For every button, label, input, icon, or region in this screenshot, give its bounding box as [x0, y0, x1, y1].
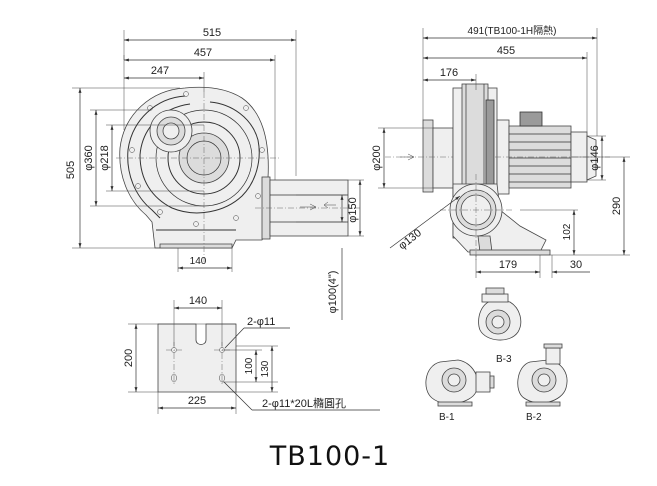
- side-dim-length-491: 491(TB100-1H隔熱): [468, 24, 557, 37]
- front-view: 515 457 247 505 φ360 φ218 φ150: [65, 27, 364, 320]
- front-housing: [119, 86, 269, 249]
- side-motor: [495, 111, 610, 195]
- base-dim-slots: 2-φ11*20L橢圓孔: [262, 396, 346, 410]
- side-dim-179: 179: [499, 259, 517, 271]
- front-dim-dia-100: φ100(4"): [327, 271, 339, 314]
- side-dim-102: 102: [562, 223, 573, 240]
- front-dim-dia-150: φ150: [347, 197, 359, 223]
- model-title: TB100-1: [269, 441, 390, 472]
- side-dim-30: 30: [570, 259, 582, 271]
- variant-b3-label: B-3: [496, 354, 512, 365]
- side-dim-dia-130: φ130: [396, 227, 423, 252]
- side-view: 491(TB100-1H隔熱) 455 176 φ200 φ146 290 10…: [371, 24, 630, 278]
- front-dim-dia-218: φ218: [99, 145, 111, 171]
- front-dim-dia-360: φ360: [83, 145, 95, 171]
- variant-b2-label: B-2: [526, 412, 542, 423]
- side-dim-dia-200: φ200: [371, 145, 383, 171]
- side-outlet-base: [440, 174, 551, 262]
- front-dim-center-247: 247: [151, 65, 169, 77]
- side-dim-176: 176: [440, 67, 458, 79]
- base-dim-130: 130: [260, 360, 271, 377]
- base-dim-100: 100: [244, 357, 255, 374]
- front-dim-width-457: 457: [194, 47, 212, 59]
- front-outlet-duct: [255, 176, 360, 240]
- side-dim-dia-146: φ146: [589, 145, 601, 171]
- front-dim-base-140: 140: [190, 256, 207, 267]
- base-dim-200: 200: [123, 349, 135, 367]
- variant-b3: B-3: [478, 287, 522, 365]
- front-dim-width-515: 515: [203, 27, 221, 39]
- variant-b1: B-1: [425, 359, 495, 423]
- side-dim-length-455: 455: [497, 45, 515, 57]
- variant-b1-label: B-1: [439, 412, 455, 423]
- variant-b2: B-2: [517, 343, 568, 423]
- side-dim-height-290: 290: [611, 197, 623, 215]
- base-plate-view: 140 2-φ11 200 100 130 225 2-φ11*20L橢圓孔: [123, 295, 380, 414]
- front-dim-height-505: 505: [65, 161, 77, 179]
- base-plate-outline: [157, 323, 237, 393]
- base-dim-holes: 2-φ11: [247, 316, 275, 328]
- base-dim-140: 140: [189, 295, 207, 307]
- base-dim-225: 225: [188, 395, 206, 407]
